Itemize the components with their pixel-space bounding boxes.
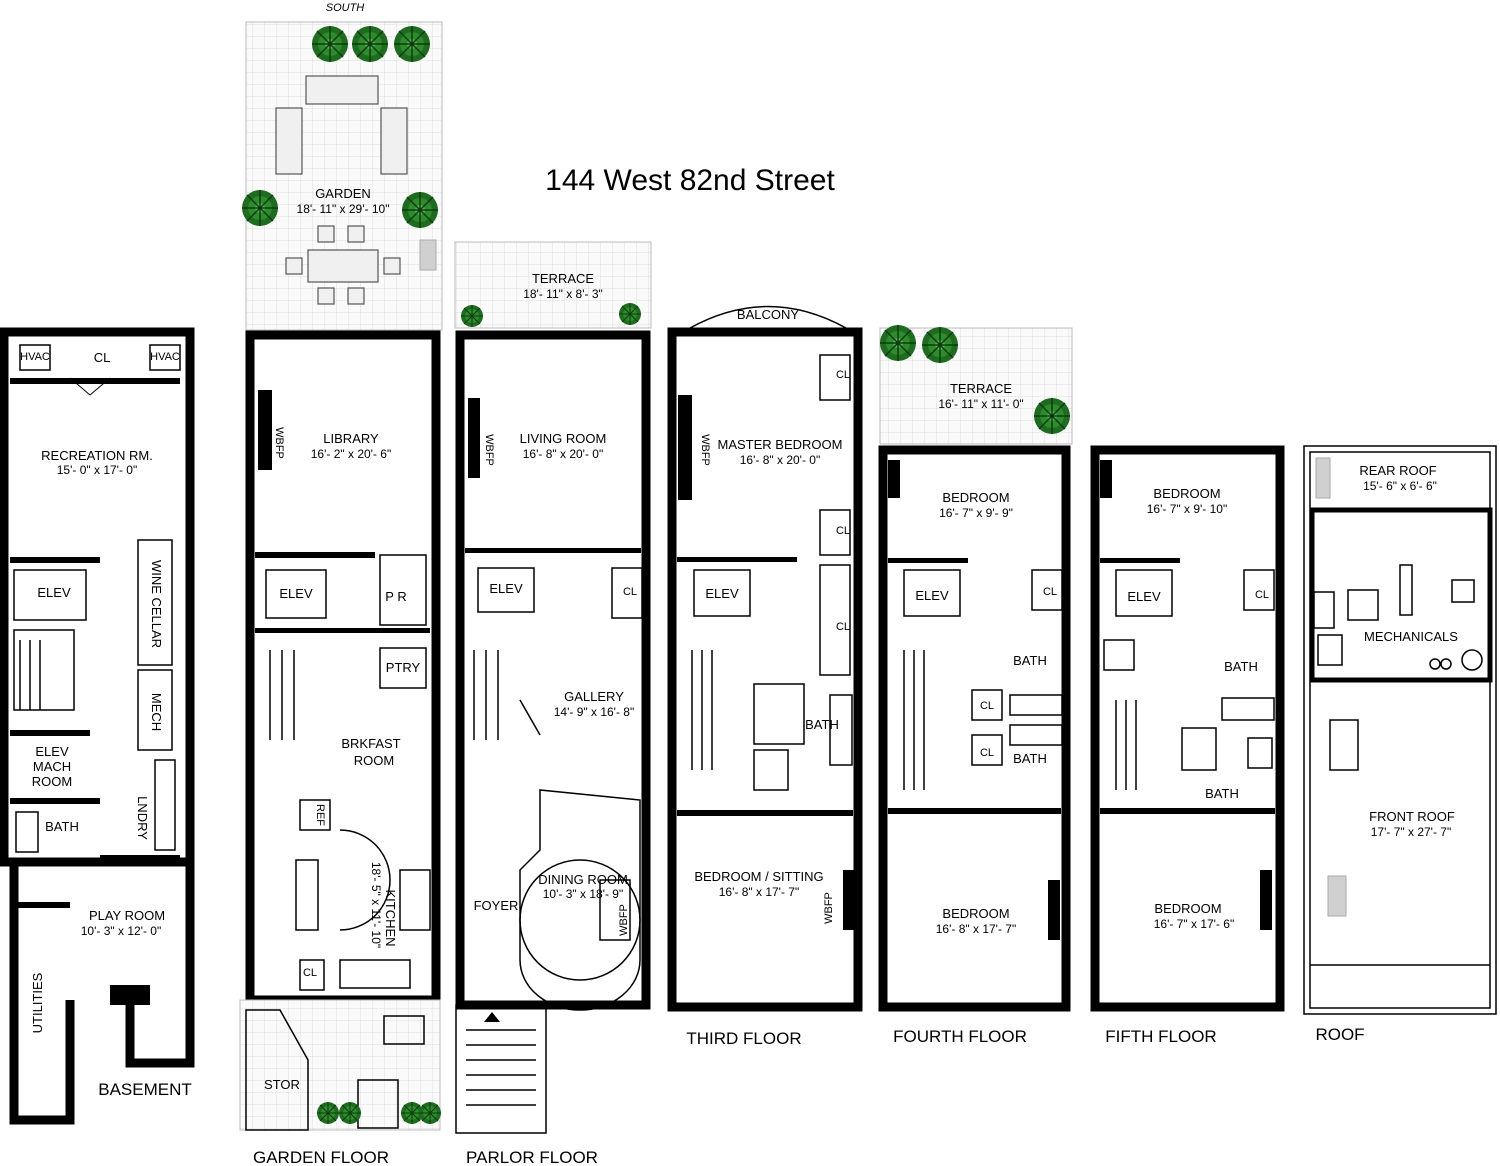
basement-plan — [0, 327, 195, 1125]
play-room-dim: 10'- 3" x 12'- 0" — [81, 924, 161, 938]
breakfast-room-line1: BRKFAST — [341, 736, 400, 751]
bedroom-sitting-dim: 16'- 8" x 17'- 7" — [719, 885, 799, 899]
rear-roof-label: REAR ROOF — [1359, 463, 1436, 478]
storage-label: STOR — [264, 1077, 300, 1092]
basement-closet-label: CL — [94, 350, 111, 365]
basement-hvac-label: HVAC — [20, 351, 50, 363]
fifth-floor-label: FIFTH FLOOR — [1105, 1027, 1216, 1046]
fourth-closet-label-2: CL — [980, 700, 994, 712]
fourth-terrace-dim: 16'- 11" x 11'- 0" — [938, 397, 1023, 411]
fifth-elevator-label: ELEV — [1127, 589, 1161, 604]
parlor-elevator-label: ELEV — [489, 581, 523, 596]
fifth-bath-label-2: BATH — [1205, 786, 1239, 801]
mechanicals-label: MECHANICALS — [1364, 629, 1458, 644]
garden-label: GARDEN — [315, 186, 371, 201]
library-label: LIBRARY — [323, 431, 379, 446]
garden-floor-plan — [239, 21, 443, 1131]
third-floor-plan — [667, 305, 863, 1012]
play-room-label: PLAY ROOM — [89, 908, 165, 923]
elev-mach-room-line2: MACH — [33, 759, 71, 774]
kitchen-label: KITCHEN — [383, 889, 398, 946]
fourth-bedroom-front-label: BEDROOM — [942, 906, 1009, 921]
garden-dim: 18'- 11" x 29'- 10" — [297, 202, 390, 216]
parlor-terrace-label: TERRACE — [532, 271, 594, 286]
rear-roof-dim: 15'- 6" x 6'- 6" — [1363, 479, 1437, 493]
gallery-label: GALLERY — [564, 689, 624, 704]
fifth-bedroom-front-dim: 16'- 7" x 17'- 6" — [1154, 917, 1234, 931]
library-dim: 16'- 2" x 20'- 6" — [311, 447, 391, 461]
basement-hvac-label-2: HVAC — [150, 351, 180, 363]
third-closet-label-3: CL — [836, 621, 850, 633]
pantry-label: PTRY — [386, 660, 421, 675]
kitchen-closet-label: CL — [303, 967, 317, 979]
master-bedroom-label: MASTER BEDROOM — [718, 437, 843, 452]
parlor-floor-label: PARLOR FLOOR — [466, 1148, 598, 1166]
roof-floor-label: ROOF — [1315, 1025, 1364, 1044]
refrigerator-label: REF — [314, 804, 326, 826]
laundry-label: LNDRY — [135, 796, 150, 840]
fifth-bath-label-1: BATH — [1224, 659, 1258, 674]
kitchen-dim: 18'- 5" x 11'- 10" — [369, 862, 383, 948]
fourth-floor-plan — [878, 324, 1073, 1012]
fourth-bath-label-1: BATH — [1013, 653, 1047, 668]
plan-title: 144 West 82nd Street — [545, 164, 835, 197]
breakfast-room-line2: ROOM — [354, 753, 394, 768]
third-closet-label-1: CL — [836, 369, 850, 381]
dining-room-dim: 10'- 3" x 18'- 9" — [543, 887, 623, 901]
master-fireplace-label: WBFP — [699, 434, 711, 466]
fourth-closet-label-1: CL — [1043, 586, 1057, 598]
basement-bath-label: BATH — [45, 819, 79, 834]
parlor-floor-plan — [454, 241, 652, 1134]
fourth-floor-label: FOURTH FLOOR — [893, 1027, 1027, 1046]
compass-south-label: SOUTH — [326, 2, 365, 14]
elev-mach-room-line1: ELEV — [35, 744, 69, 759]
roof-plan — [1303, 445, 1497, 1015]
dining-fireplace-label: WBFP — [618, 904, 630, 936]
third-closet-label-2: CL — [836, 525, 850, 537]
basement-elevator-label: ELEV — [37, 585, 71, 600]
fourth-elevator-label: ELEV — [915, 588, 949, 603]
fourth-bedroom-rear-label: BEDROOM — [942, 490, 1009, 505]
fourth-terrace-label: TERRACE — [950, 381, 1012, 396]
third-bath-label: BATH — [805, 717, 839, 732]
garden-elevator-label: ELEV — [279, 586, 313, 601]
fifth-bedroom-front-label: BEDROOM — [1154, 901, 1221, 916]
master-bedroom-dim: 16'- 8" x 20'- 0" — [740, 453, 820, 467]
garden-floor-label: GARDEN FLOOR — [253, 1148, 389, 1166]
fourth-bedroom-front-dim: 16'- 8" x 17'- 7" — [936, 922, 1016, 936]
bedsit-fireplace-label: WBFP — [823, 892, 835, 924]
recreation-room-dim: 15'- 0" x 17'- 0" — [57, 463, 137, 477]
powder-room-label: P R — [385, 589, 406, 604]
parlor-closet-label: CL — [623, 586, 637, 598]
fourth-bath-label-2: BATH — [1013, 751, 1047, 766]
gallery-dim: 14'- 9" x 16'- 8" — [554, 705, 634, 719]
living-room-label: LIVING ROOM — [520, 431, 607, 446]
fourth-closet-label-3: CL — [980, 747, 994, 759]
utilities-label: UTILITIES — [30, 972, 45, 1033]
front-roof-dim: 17'- 7" x 27'- 7" — [1371, 825, 1451, 839]
fifth-bedroom-rear-dim: 16'- 7" x 9'- 10" — [1147, 502, 1227, 516]
front-roof-label: FRONT ROOF — [1369, 809, 1455, 824]
recreation-room-label: RECREATION RM. — [41, 448, 153, 463]
fifth-floor-plan — [1090, 445, 1285, 1012]
third-floor-label: THIRD FLOOR — [686, 1029, 801, 1048]
fifth-bedroom-rear-label: BEDROOM — [1153, 486, 1220, 501]
elev-mach-room-line3: ROOM — [32, 774, 72, 789]
balcony-label: BALCONY — [737, 307, 799, 322]
fifth-closet-label: CL — [1255, 589, 1269, 601]
third-elevator-label: ELEV — [705, 586, 739, 601]
wine-cellar-label: WINE CELLAR — [149, 560, 164, 648]
living-room-dim: 16'- 8" x 20'- 0" — [523, 447, 603, 461]
dining-room-label: DINING ROOM — [538, 872, 628, 887]
living-fireplace-label: WBFP — [483, 434, 495, 466]
bedroom-sitting-label: BEDROOM / SITTING — [694, 869, 823, 884]
fourth-bedroom-rear-dim: 16'- 7" x 9'- 9" — [939, 506, 1013, 520]
foyer-label: FOYER — [474, 898, 519, 913]
basement-floor-label: BASEMENT — [98, 1080, 192, 1099]
parlor-terrace-dim: 18'- 11" x 8'- 3" — [523, 287, 603, 301]
basement-mech-label: MECH — [149, 693, 164, 731]
library-fireplace-label: WBFP — [273, 427, 285, 459]
